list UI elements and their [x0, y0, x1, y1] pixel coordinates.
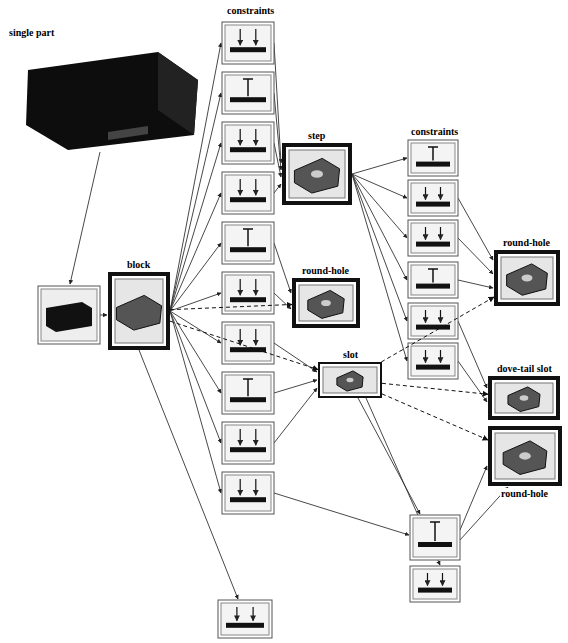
leader-line — [352, 174, 407, 280]
leader-line — [170, 311, 221, 493]
leader-line — [352, 174, 407, 238]
constraint-box — [222, 122, 274, 164]
feature-thumbnail — [494, 250, 560, 306]
feature-thumbnail — [8, 40, 200, 152]
leader-line — [274, 184, 281, 193]
leader-line — [358, 398, 420, 514]
leader-line — [460, 466, 487, 530]
leader-line — [274, 243, 291, 293]
feature-thumbnail — [282, 143, 352, 205]
feature-thumbnail — [108, 272, 170, 350]
leader-line — [170, 311, 221, 443]
feature-thumbnail — [318, 362, 382, 398]
constraint-box — [410, 566, 460, 602]
leader-line — [274, 143, 281, 177]
constraint-box — [222, 372, 274, 414]
leader-line — [352, 174, 407, 198]
constraint-box — [218, 600, 272, 638]
constraint-box — [408, 303, 458, 339]
column-label: constraints — [410, 126, 459, 137]
feature-box: round-hole — [488, 426, 562, 486]
feature-box: slot — [318, 362, 382, 398]
constraint-box — [222, 322, 274, 364]
feature-name: round-hole — [502, 237, 551, 248]
feature-box: dove-tail slot — [488, 376, 560, 420]
leader-line — [458, 321, 487, 388]
constraint-box — [408, 262, 458, 298]
feature-box: block — [108, 272, 170, 350]
feature-name: round-hole — [301, 265, 350, 276]
constraint-box — [222, 422, 274, 464]
column-label: constraints — [226, 5, 275, 16]
leader-line — [274, 493, 409, 535]
leader-line — [458, 361, 487, 402]
derivation-arrow — [170, 304, 292, 309]
feature-thumbnail — [292, 278, 360, 328]
leader-line — [274, 380, 317, 393]
constraint-box — [408, 343, 458, 379]
feature-name: dove-tail slot — [496, 363, 553, 374]
derivation-arrow — [381, 297, 494, 362]
leader-line — [458, 238, 493, 274]
feature-name: slot — [342, 349, 359, 360]
constraint-box — [222, 472, 274, 514]
feature-box: step — [282, 143, 352, 205]
leader-line — [274, 293, 291, 309]
constraint-box — [222, 272, 274, 314]
feature-box: round-hole — [292, 278, 360, 328]
leader-line — [274, 343, 317, 372]
leader-line — [170, 143, 221, 311]
constraint-box — [408, 220, 458, 256]
constraint-box — [408, 140, 458, 176]
constraint-box — [222, 22, 274, 64]
feature-thumbnail — [488, 376, 560, 420]
constraint-box — [222, 72, 274, 114]
leader-line — [100, 315, 107, 316]
leader-line — [352, 174, 407, 361]
derivation-arrow — [382, 394, 488, 440]
part-view — [38, 286, 100, 344]
leader-line — [458, 280, 493, 288]
leader-line — [458, 198, 493, 260]
feature-name: block — [126, 259, 151, 270]
leader-line — [352, 158, 407, 174]
feature-name: step — [307, 130, 326, 141]
derivation-arrow — [170, 321, 318, 369]
leader-line — [70, 152, 100, 284]
derivation-arrow — [382, 383, 488, 394]
constraint-box — [222, 222, 274, 264]
leader-line — [170, 243, 221, 311]
feature-name: round-hole — [500, 488, 549, 499]
feature-box: round-hole — [494, 250, 560, 306]
part-picture: single part — [8, 40, 200, 152]
feature-thumbnail — [488, 426, 562, 486]
leader-line — [352, 174, 407, 321]
leader-line — [170, 193, 221, 311]
feature-name: single part — [8, 27, 55, 38]
leader-line — [274, 388, 317, 443]
constraint-box — [222, 172, 274, 214]
constraint-box — [410, 515, 460, 560]
constraint-box — [408, 180, 458, 216]
